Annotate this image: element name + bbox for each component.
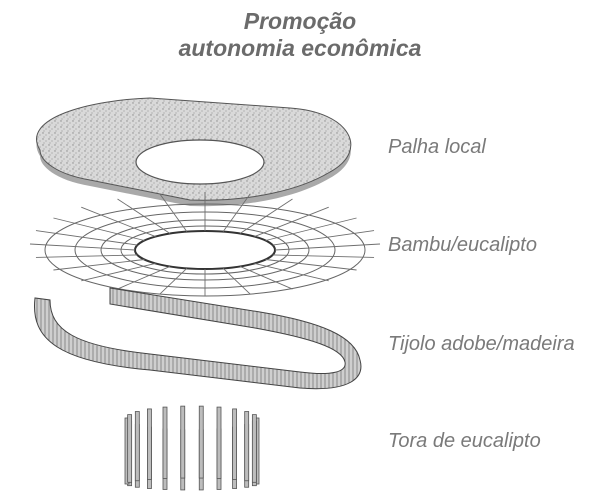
diagram-title: Promoção autonomia econômica [150, 8, 450, 62]
eucalyptus-logs-layer [124, 405, 260, 491]
layer-label-palha: Palha local [388, 136, 486, 158]
title-line-1: Promoção [243, 8, 357, 34]
adobe-wall-layer [33, 287, 362, 390]
bamboo-frame-layer [29, 192, 381, 297]
title-line-2: autonomia econômica [178, 35, 422, 61]
thatch-roof-layer [36, 97, 352, 207]
layer-label-tijolo: Tijolo adobe/madeira [388, 333, 575, 355]
layer-label-tora: Tora de eucalipto [388, 430, 541, 452]
layer-label-bambu: Bambu/eucalipto [388, 234, 537, 256]
